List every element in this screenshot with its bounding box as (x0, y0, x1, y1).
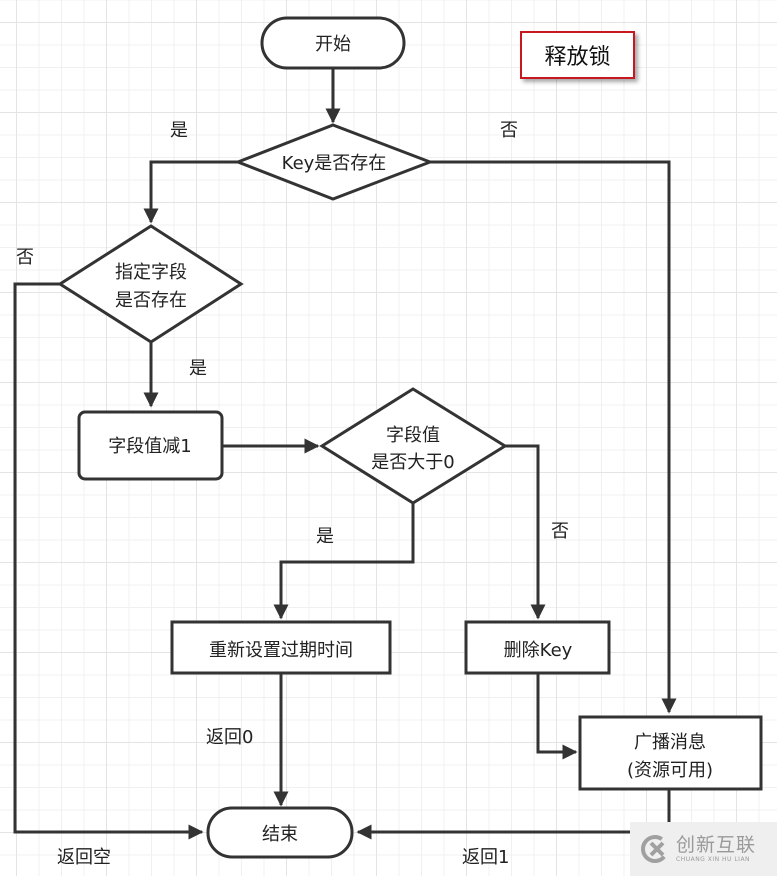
label-gt-yes: 是 (316, 526, 334, 547)
field-exists-label-line2: 是否存在 (115, 290, 187, 311)
decrement-process (77, 410, 224, 481)
label-return-zero: 返回0 (206, 727, 253, 748)
label-key-yes: 是 (170, 120, 188, 141)
key-exists-decision (233, 123, 435, 201)
field-exists-decision (57, 224, 244, 344)
start-node (260, 16, 406, 70)
label-return-one: 返回1 (462, 847, 509, 868)
watermark-cn: 创新互联 (676, 833, 757, 856)
end-node (206, 806, 354, 859)
delete-key-process (464, 620, 611, 675)
edge-field-no (13, 282, 204, 840)
gt-zero-decision (319, 387, 508, 505)
edge-broadcast-to-end (356, 789, 671, 840)
broadcast-label-line2: (资源可用) (627, 760, 713, 781)
edge-key-no (430, 160, 677, 714)
edge-gt-no (505, 444, 546, 620)
diagram-title: 释放锁 (520, 31, 635, 79)
delete-key-label: 删除Key (504, 640, 573, 661)
watermark: 创新互联 CHUANG XIN HU LIAN (630, 822, 777, 876)
label-field-yes: 是 (189, 358, 207, 379)
field-exists-label-line1: 指定字段 (115, 262, 187, 283)
end-node-label: 结束 (262, 824, 298, 845)
reset-expire-process (170, 620, 392, 675)
start-node-label: 开始 (315, 34, 351, 55)
watermark-en: CHUANG XIN HU LIAN (676, 855, 751, 863)
edge-key-yes (143, 160, 238, 224)
decrement-label: 字段值减1 (108, 436, 191, 457)
label-return-null: 返回空 (57, 847, 111, 868)
label-key-no: 否 (500, 120, 518, 141)
gt-zero-label-line1: 字段值 (386, 425, 440, 446)
label-field-no: 否 (16, 247, 34, 268)
key-exists-label: Key是否存在 (282, 153, 387, 174)
broadcast-label-line1: 广播消息 (634, 732, 706, 753)
label-gt-no: 否 (551, 521, 569, 542)
reset-expire-label: 重新设置过期时间 (209, 640, 353, 661)
edge-gt-yes (273, 503, 415, 620)
watermark-logo-icon (641, 835, 669, 863)
edge-delete-to-broadcast (536, 673, 578, 760)
gt-zero-label-line2: 是否大于0 (371, 452, 454, 473)
broadcast-process (578, 715, 763, 791)
